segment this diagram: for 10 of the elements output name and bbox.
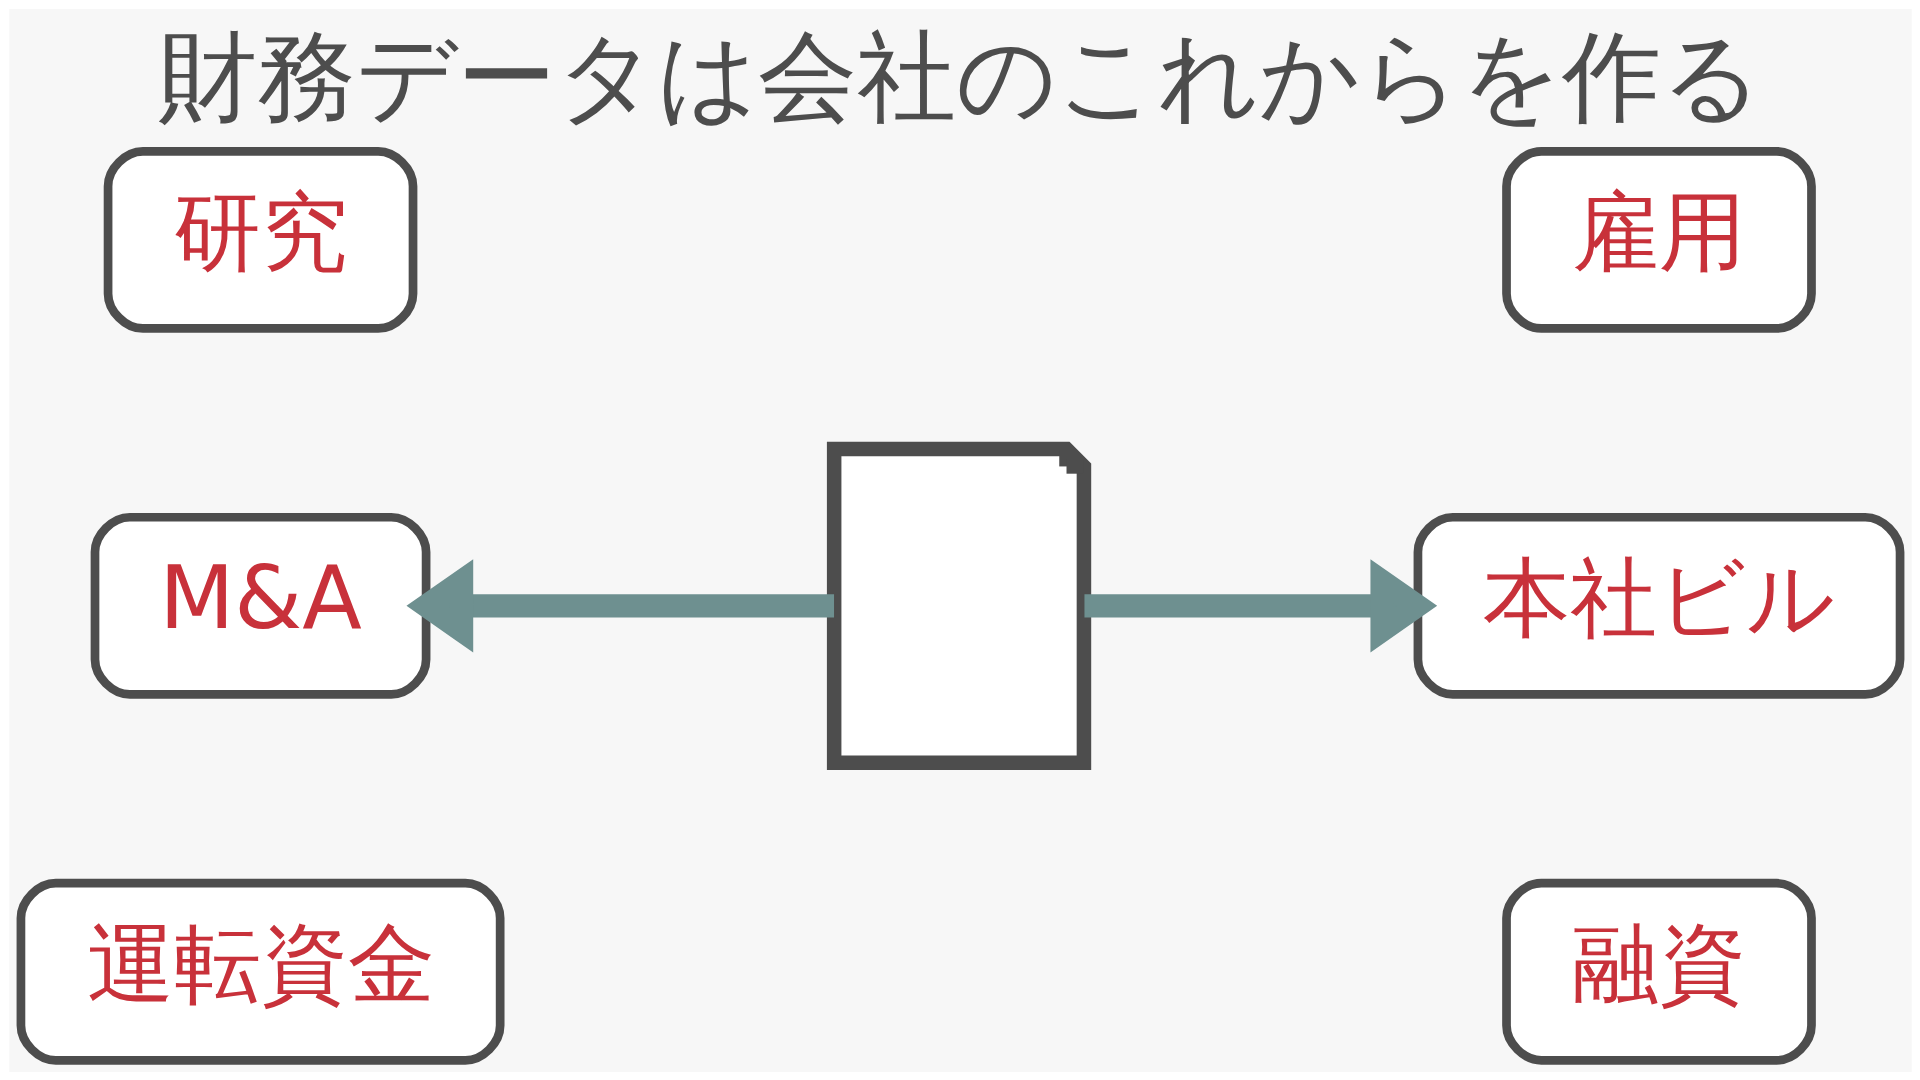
node-box: 研究 <box>103 146 417 333</box>
node-box: 本社ビル <box>1413 512 1904 699</box>
arrow <box>405 558 834 653</box>
node-box: 雇用 <box>1501 146 1816 333</box>
diagram-title: 財務データは会社のこれからを作る <box>158 18 1762 134</box>
arrow <box>1083 558 1437 653</box>
node-box: M&A <box>90 512 430 699</box>
node-box: 融資 <box>1501 878 1816 1065</box>
node-box: 運転資金 <box>16 878 504 1065</box>
node-picture <box>826 441 1091 770</box>
